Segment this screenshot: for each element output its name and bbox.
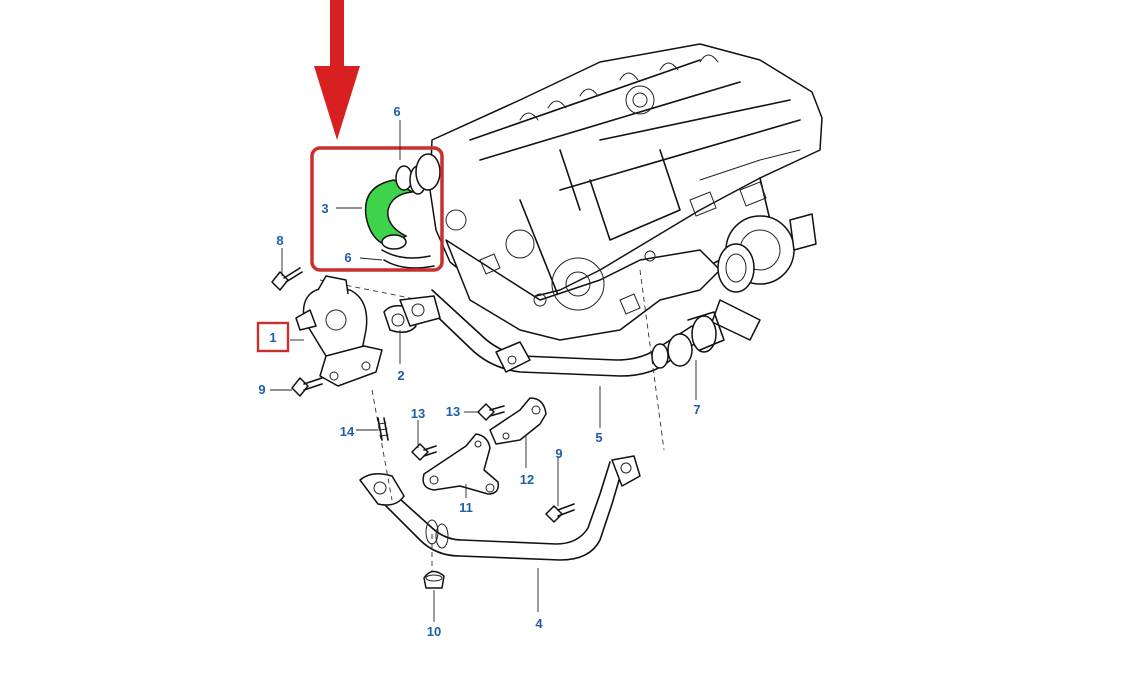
callout-11: 11 xyxy=(459,500,473,515)
bolt-13-upper xyxy=(477,403,505,421)
callout-2: 2 xyxy=(397,368,404,383)
stud-14 xyxy=(377,417,389,441)
callout-8: 8 xyxy=(276,233,283,248)
callout-13-right: 13 xyxy=(446,404,460,419)
highlight-box xyxy=(310,146,444,272)
leader-lines xyxy=(270,120,697,622)
callout-1: 1 xyxy=(269,330,276,345)
callout-14: 14 xyxy=(340,424,355,439)
egr-valve-1 xyxy=(295,275,383,387)
callout-13-left: 13 xyxy=(411,406,425,421)
callout-box-1 xyxy=(256,321,290,353)
turbocharger xyxy=(711,213,817,341)
callout-6-bottom: 6 xyxy=(344,250,351,265)
bracket-12 xyxy=(489,397,547,445)
callout-12: 12 xyxy=(520,472,534,487)
hose-clamp-7 xyxy=(651,311,725,369)
callout-5: 4 xyxy=(535,616,543,631)
callout-3: 3 xyxy=(321,201,328,216)
callout-9-left: 9 xyxy=(258,382,265,397)
pointer-arrow xyxy=(314,0,360,140)
bolt-13-lower xyxy=(411,443,437,461)
callout-10: 10 xyxy=(427,624,441,639)
callout-7: 7 xyxy=(693,402,700,417)
engine-block xyxy=(429,43,823,341)
bracket-11 xyxy=(422,433,500,495)
egr-pipe-4 xyxy=(419,289,701,377)
callout-6-top: 6 xyxy=(393,104,400,119)
bolt-8 xyxy=(271,267,303,291)
grommet-10 xyxy=(423,570,445,589)
callout-4: 5 xyxy=(595,430,602,445)
bolt-9-right xyxy=(545,503,575,523)
bolt-9-left xyxy=(291,377,323,397)
highlighted-hose-3 xyxy=(364,153,441,269)
callout-9-right: 9 xyxy=(555,446,562,461)
egr-pipe-5 xyxy=(359,455,641,561)
